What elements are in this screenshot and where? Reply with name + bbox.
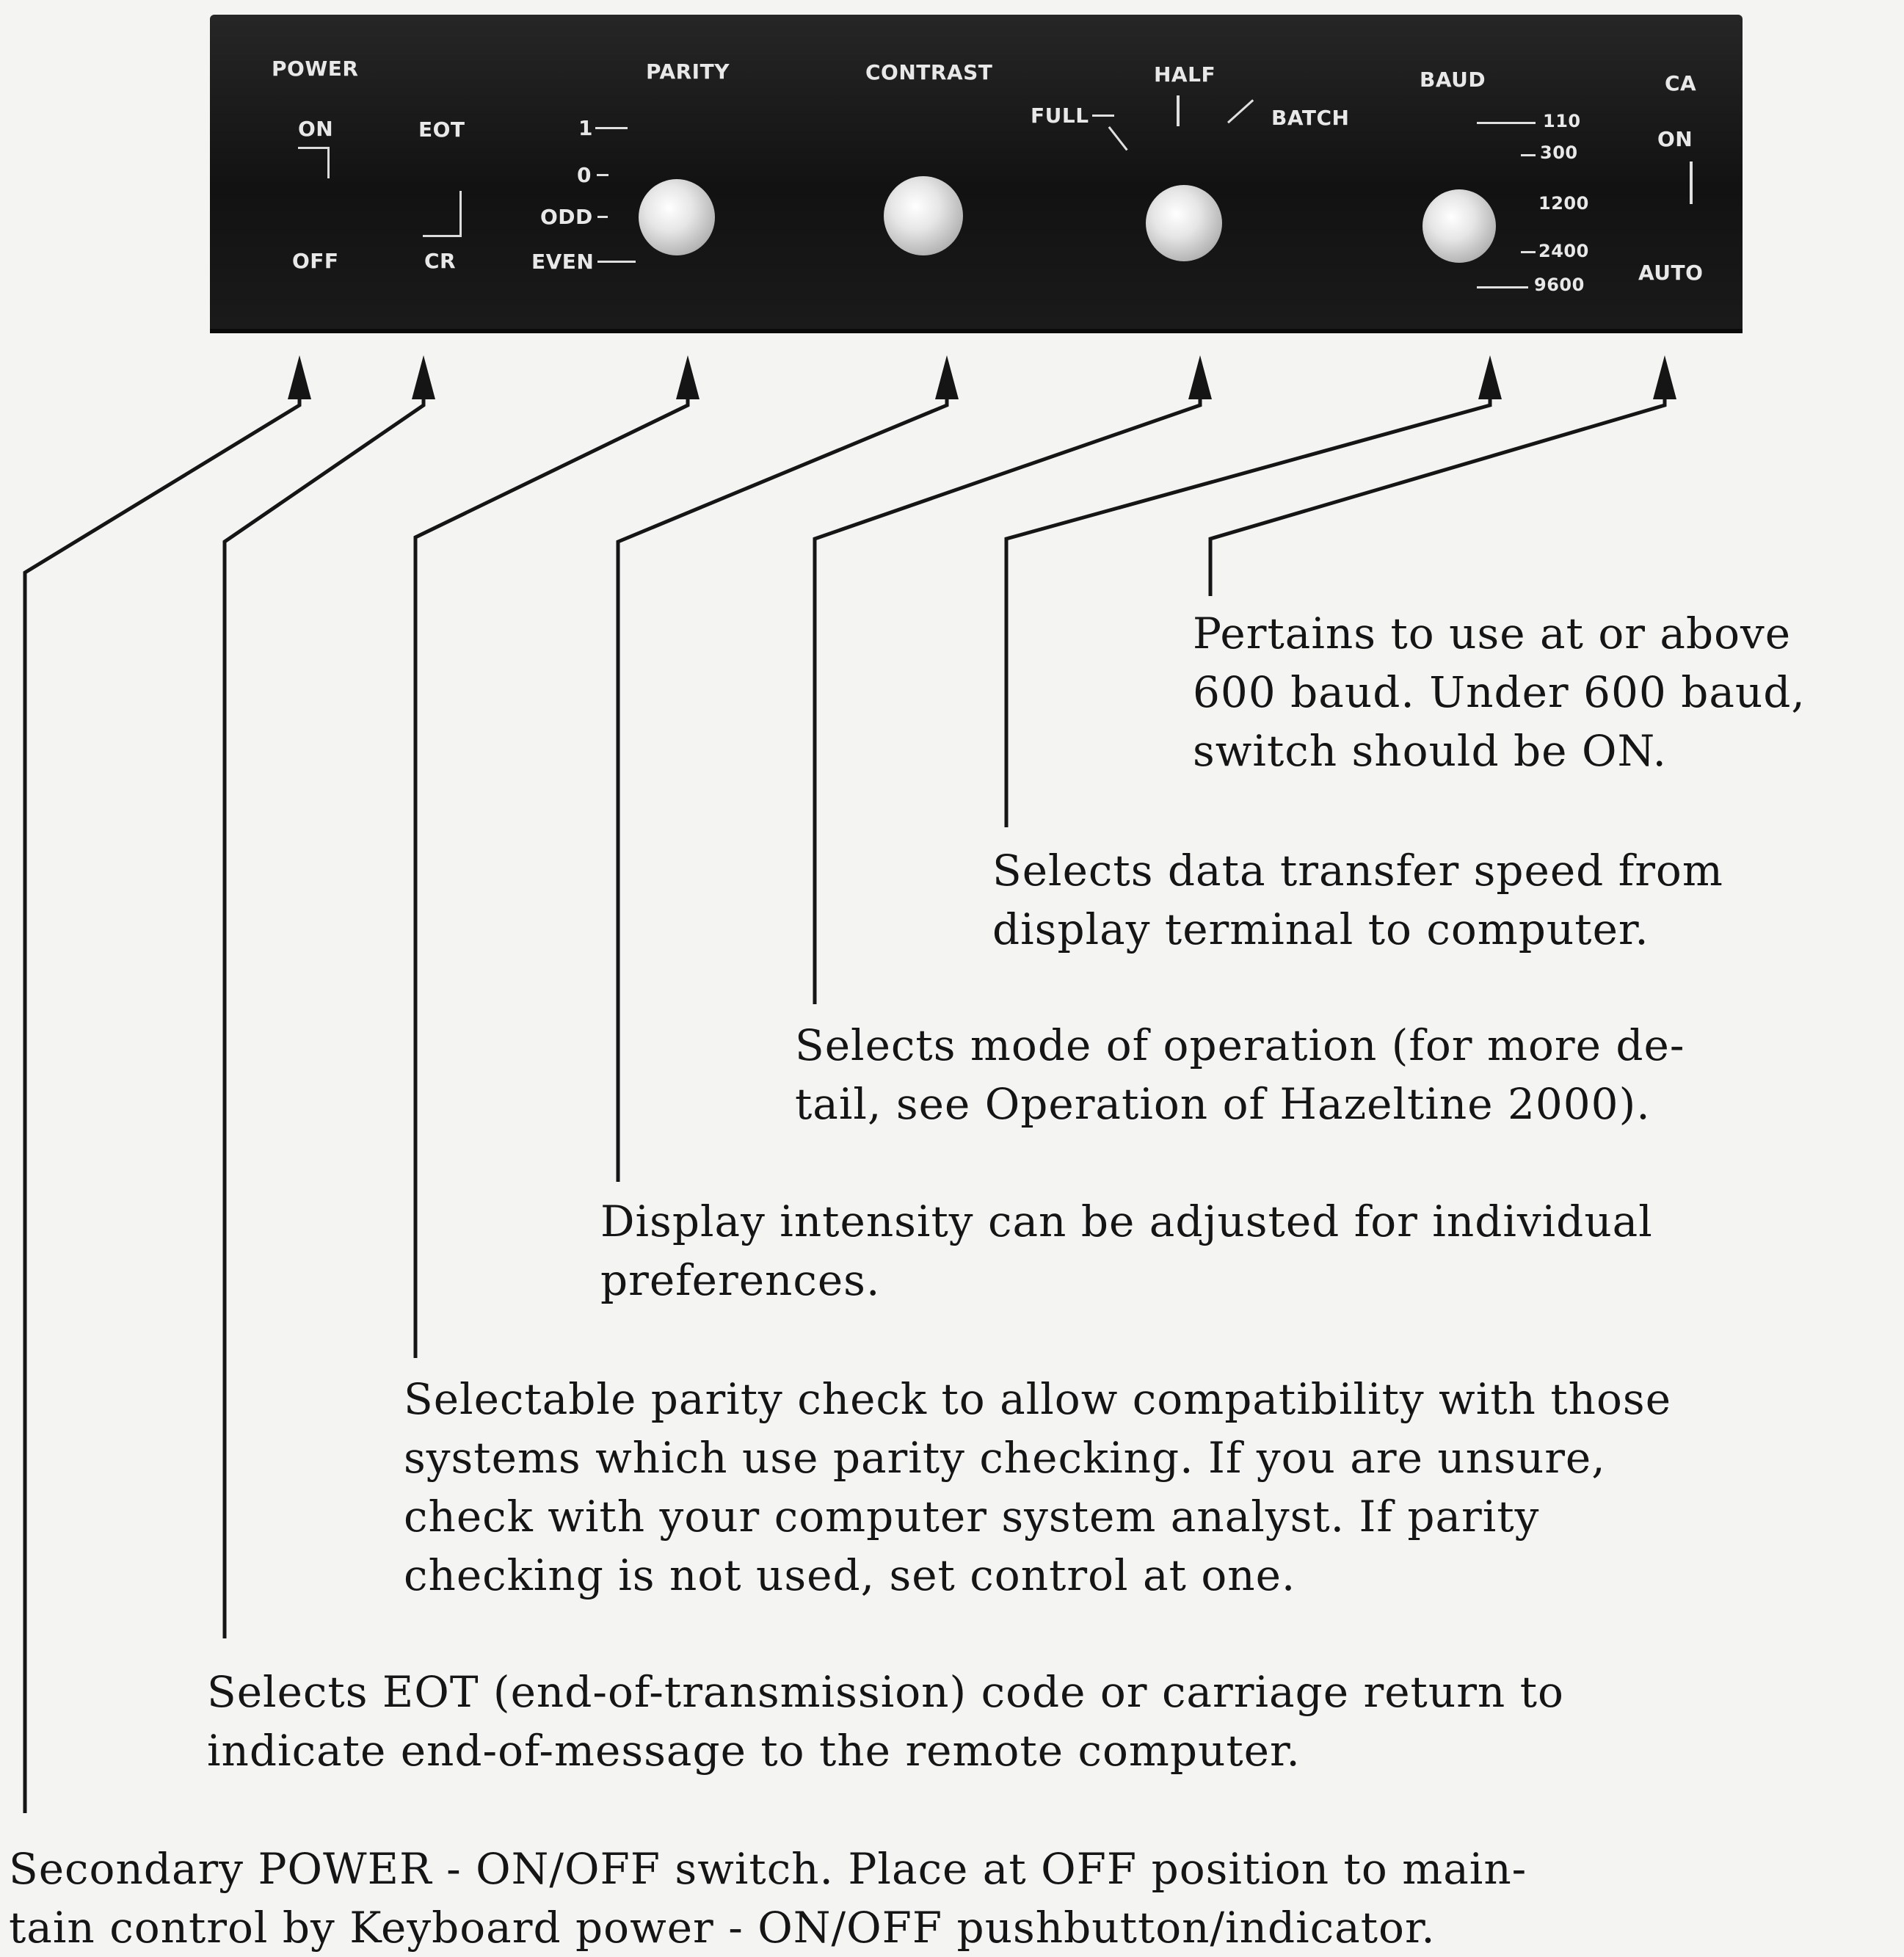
mode-tick-half bbox=[1177, 95, 1180, 126]
description-baud: Selects data transfer speed from display… bbox=[992, 841, 1723, 959]
baud-tick-2400 bbox=[1521, 251, 1536, 253]
callout-line-power bbox=[23, 396, 302, 1813]
baud-tick-9600 bbox=[1477, 286, 1528, 288]
baud-tick-300 bbox=[1521, 154, 1536, 156]
description-ca-line: Pertains to use at or above bbox=[1193, 609, 1792, 658]
eot-cr-toggle[interactable] bbox=[423, 191, 462, 237]
arrowhead-power bbox=[288, 355, 311, 399]
description-mode-line: Selects mode of operation (for more de- bbox=[795, 1020, 1685, 1070]
baud-rate-9600: 9600 bbox=[1534, 275, 1585, 295]
parity-option-1: 1 bbox=[578, 116, 593, 140]
parity-tick-0 bbox=[597, 174, 608, 176]
description-parity-line: checking is not used, set control at one… bbox=[404, 1550, 1296, 1600]
control-panel: POWER ON OFF EOT CR PARITY 1 0 ODD EVEN … bbox=[210, 15, 1743, 329]
description-baud-line: display terminal to computer. bbox=[992, 904, 1649, 954]
description-ca-line: 600 baud. Under 600 baud, bbox=[1193, 667, 1806, 717]
description-eot-line: indicate end-of-message to the remote co… bbox=[207, 1726, 1301, 1776]
contrast-title: CONTRAST bbox=[865, 60, 993, 84]
arrowhead-contrast bbox=[935, 355, 959, 399]
description-mode: Selects mode of operation (for more de- … bbox=[795, 1016, 1685, 1133]
baud-rate-110: 110 bbox=[1543, 111, 1581, 131]
description-parity-line: systems which use parity checking. If yo… bbox=[404, 1433, 1606, 1483]
power-switch-toggle[interactable] bbox=[298, 147, 330, 178]
ca-on-label: ON bbox=[1657, 127, 1693, 151]
baud-rate-2400: 2400 bbox=[1538, 241, 1589, 261]
description-parity-line: Selectable parity check to allow compati… bbox=[404, 1374, 1672, 1424]
arrowhead-parity bbox=[676, 355, 700, 399]
baud-knob[interactable] bbox=[1422, 189, 1496, 263]
mode-tick-full bbox=[1092, 115, 1114, 117]
baud-title: BAUD bbox=[1420, 68, 1486, 92]
mode-half-label: HALF bbox=[1154, 62, 1216, 87]
parity-tick-odd bbox=[597, 216, 608, 218]
eot-label: EOT bbox=[418, 117, 465, 142]
description-contrast-line: Display intensity can be adjusted for in… bbox=[600, 1197, 1653, 1246]
mode-full-label: FULL bbox=[1031, 104, 1089, 128]
ca-switch-toggle[interactable] bbox=[1690, 161, 1693, 204]
callout-line-parity bbox=[413, 396, 690, 1358]
parity-tick-1 bbox=[595, 127, 628, 129]
description-power-line: tain control by Keyboard power - ON/OFF … bbox=[9, 1903, 1436, 1953]
parity-option-odd: ODD bbox=[540, 205, 593, 229]
contrast-knob[interactable] bbox=[884, 176, 963, 255]
parity-option-0: 0 bbox=[577, 163, 592, 187]
cr-label: CR bbox=[424, 249, 457, 273]
parity-tick-even bbox=[597, 261, 636, 263]
description-eot-line: Selects EOT (end-of-transmission) code o… bbox=[207, 1667, 1564, 1717]
mode-batch-label: BATCH bbox=[1271, 106, 1350, 130]
description-ca: Pertains to use at or above 600 baud. Un… bbox=[1193, 604, 1806, 780]
callout-line-mode bbox=[813, 396, 1202, 1004]
callout-line-eot bbox=[222, 396, 426, 1638]
description-power-line: Secondary POWER - ON/OFF switch. Place a… bbox=[9, 1844, 1527, 1894]
parity-title: PARITY bbox=[646, 59, 730, 84]
description-ca-line: switch should be ON. bbox=[1193, 726, 1667, 776]
arrowhead-mode bbox=[1188, 355, 1212, 399]
description-mode-line: tail, see Operation of Hazeltine 2000). bbox=[795, 1079, 1651, 1129]
arrowhead-baud bbox=[1478, 355, 1502, 399]
parity-knob[interactable] bbox=[639, 179, 715, 255]
description-contrast-line: preferences. bbox=[600, 1255, 881, 1305]
callout-line-baud bbox=[1004, 396, 1492, 827]
description-contrast: Display intensity can be adjusted for in… bbox=[600, 1192, 1653, 1310]
arrowhead-ca bbox=[1653, 355, 1676, 399]
baud-rate-1200: 1200 bbox=[1538, 193, 1589, 214]
description-parity-line: check with your computer system analyst.… bbox=[404, 1492, 1540, 1542]
ca-title: CA bbox=[1665, 71, 1697, 95]
parity-option-even: EVEN bbox=[531, 250, 595, 274]
ca-auto-label: AUTO bbox=[1638, 261, 1704, 285]
description-parity: Selectable parity check to allow compati… bbox=[404, 1370, 1671, 1605]
power-switch-on-label: ON bbox=[298, 117, 334, 141]
power-switch-off-label: OFF bbox=[292, 249, 339, 273]
description-power: Secondary POWER - ON/OFF switch. Place a… bbox=[9, 1840, 1527, 1957]
baud-rate-300: 300 bbox=[1540, 142, 1578, 163]
callout-line-ca bbox=[1208, 396, 1667, 596]
power-switch-title: POWER bbox=[272, 57, 359, 81]
baud-tick-110 bbox=[1477, 122, 1536, 124]
mode-knob[interactable] bbox=[1146, 185, 1222, 261]
description-baud-line: Selects data transfer speed from bbox=[992, 846, 1723, 896]
arrowhead-eot bbox=[412, 355, 435, 399]
callout-line-contrast bbox=[616, 396, 949, 1182]
description-eot: Selects EOT (end-of-transmission) code o… bbox=[207, 1663, 1564, 1780]
